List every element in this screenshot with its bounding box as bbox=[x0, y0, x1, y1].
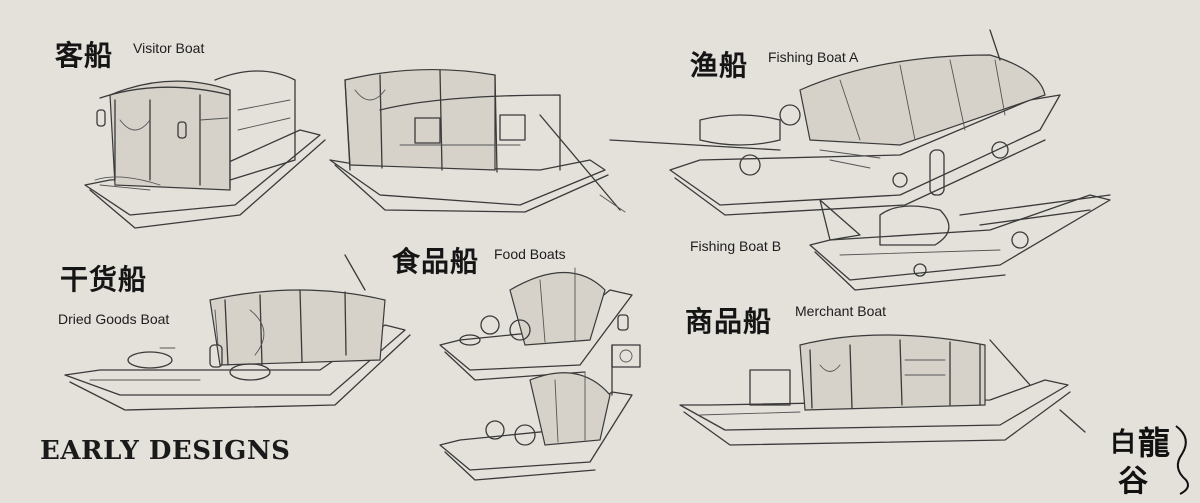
merchant-boat-label: Merchant Boat bbox=[795, 303, 887, 319]
visitor-boat-sketch-2 bbox=[329, 68, 626, 213]
dried-goods-boat-sketch bbox=[64, 254, 411, 411]
visitor-boat-sketch-1 bbox=[84, 70, 326, 229]
merchant-boat-sketch bbox=[679, 334, 1086, 446]
dragon-swirl-icon bbox=[1175, 425, 1189, 495]
dried-goods-boat-chinese-label: 干货船 bbox=[60, 263, 148, 296]
visitor-boat-chinese-label: 客船 bbox=[55, 39, 114, 72]
merchant-boat-chinese-label: 商品船 bbox=[685, 305, 773, 338]
logo-char-3: 谷 bbox=[1118, 464, 1148, 499]
fishing-boat-chinese-label: 渔船 bbox=[690, 49, 749, 82]
page-title: EARLY DESIGNS bbox=[40, 436, 291, 466]
food-boats-label: Food Boats bbox=[494, 246, 566, 262]
fishing-boat-b-sketch bbox=[809, 194, 1111, 291]
logo-char-1: 白 bbox=[1110, 428, 1137, 458]
fishing-boat-b-label: Fishing Boat B bbox=[690, 238, 782, 254]
dried-goods-boat-label: Dried Goods Boat bbox=[58, 311, 170, 327]
fishing-boat-a-sketch bbox=[609, 29, 1061, 216]
food-boats-chinese-label: 食品船 bbox=[392, 245, 480, 278]
logo-char-2: 龍 bbox=[1138, 424, 1171, 462]
fishing-boat-a-label: Fishing Boat A bbox=[768, 49, 859, 65]
logo: 白 龍 谷 bbox=[1110, 418, 1194, 499]
visitor-boat-label: Visitor Boat bbox=[133, 40, 205, 56]
food-boat-sketch-1 bbox=[439, 267, 633, 381]
food-boat-sketch-2 bbox=[439, 344, 641, 481]
